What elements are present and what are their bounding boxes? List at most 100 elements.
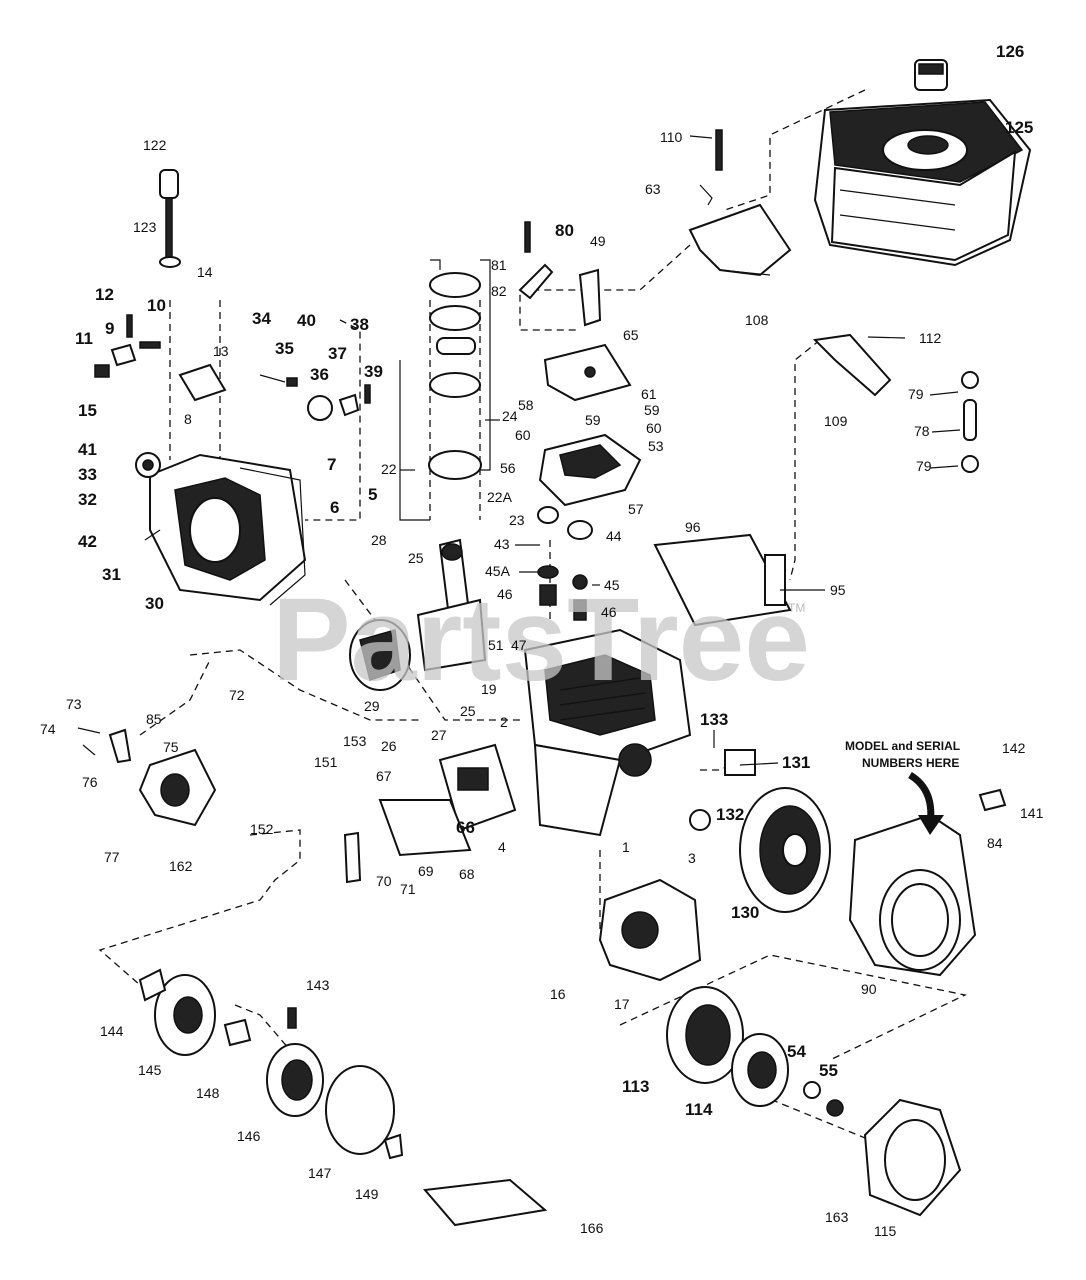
label-71: 71 (400, 881, 416, 897)
label-12: 12 (95, 285, 114, 304)
spacer-69 (378, 799, 472, 857)
crankcase-cover (149, 453, 307, 606)
ignition-coil-131 (724, 749, 756, 776)
leader-lines (144, 135, 961, 766)
label-9: 9 (105, 319, 114, 338)
starter-cup-113 (666, 986, 744, 1084)
label-49: 49 (590, 233, 606, 249)
label-80: 80 (555, 221, 574, 240)
model-serial-callout: MODEL and SERIAL NUMBERS HERE (845, 739, 960, 835)
gear-2 (618, 743, 652, 777)
dipstick (159, 169, 181, 268)
label-61: 61 (641, 386, 657, 402)
label-125: 125 (1005, 118, 1033, 137)
label-59b: 59 (644, 402, 660, 418)
label-79a: 79 (908, 386, 924, 402)
label-3: 3 (688, 850, 696, 866)
label-66: 66 (456, 818, 475, 837)
label-46a: 46 (497, 586, 513, 602)
label-25b: 25 (460, 703, 476, 719)
label-126: 126 (996, 42, 1024, 61)
label-72: 72 (229, 687, 245, 703)
label-45: 45 (604, 577, 620, 593)
label-65: 65 (623, 327, 639, 343)
flywheel (739, 787, 831, 913)
label-60a: 60 (515, 427, 531, 443)
governor-parts-9-11 (94, 314, 161, 378)
piston-rings (428, 272, 482, 480)
carb-body (138, 748, 217, 827)
label-96: 96 (685, 519, 701, 535)
label-141: 141 (1020, 805, 1044, 821)
label-29: 29 (364, 698, 380, 714)
control-plate-61 (543, 343, 632, 402)
label-23: 23 (509, 512, 525, 528)
seal-41 (135, 452, 161, 478)
throttle-lever-81 (518, 221, 554, 300)
label-38: 38 (350, 315, 369, 334)
label-73: 73 (66, 696, 82, 712)
label-25a: 25 (408, 550, 424, 566)
label-32: 32 (78, 490, 97, 509)
label-74: 74 (40, 721, 56, 737)
fuel-tank (813, 98, 1032, 267)
label-10: 10 (147, 296, 166, 315)
label-114: 114 (685, 1100, 713, 1119)
label-45A: 45A (485, 563, 511, 579)
label-41: 41 (78, 440, 97, 459)
label-69: 69 (418, 863, 434, 879)
backplate (598, 878, 702, 982)
rewind-starter-163 (863, 1098, 962, 1217)
label-63: 63 (645, 181, 661, 197)
label-108: 108 (745, 312, 769, 328)
label-56: 56 (500, 460, 516, 476)
camshaft (349, 619, 411, 691)
bolt-143 (287, 1007, 297, 1029)
callout-line-1: MODEL and SERIAL (845, 739, 960, 753)
label-149: 149 (355, 1186, 379, 1202)
fuel-cap (914, 59, 948, 91)
label-122: 122 (143, 137, 167, 153)
bolt-110 (715, 129, 723, 171)
label-70: 70 (376, 873, 392, 889)
label-90: 90 (861, 981, 877, 997)
label-11: 11 (75, 329, 93, 348)
valve-parts-43-47 (537, 506, 593, 621)
blower-housing-84 (848, 813, 977, 977)
label-131: 131 (782, 753, 810, 772)
label-46b: 46 (601, 604, 617, 620)
label-85: 85 (146, 711, 162, 727)
label-84: 84 (987, 835, 1003, 851)
label-15: 15 (78, 401, 97, 420)
label-142: 142 (1002, 740, 1026, 756)
tube-70 (343, 831, 362, 884)
connecting-rod-25 (416, 538, 487, 672)
label-145: 145 (138, 1062, 162, 1078)
bracket-144 (138, 968, 167, 1002)
label-146: 146 (237, 1128, 261, 1144)
base-plate-166 (423, 1178, 548, 1227)
label-22: 22 (381, 461, 397, 477)
label-47: 47 (511, 637, 527, 653)
label-109: 109 (824, 413, 848, 429)
handle-149 (383, 1133, 404, 1160)
label-59a: 59 (585, 412, 601, 428)
label-43: 43 (494, 536, 510, 552)
fuel-line-78 (961, 371, 979, 473)
engine-block (523, 628, 692, 837)
pulley-114 (731, 1033, 789, 1107)
label-16: 16 (550, 986, 566, 1002)
label-115: 115 (874, 1223, 897, 1239)
label-57: 57 (628, 501, 644, 517)
label-110: 110 (660, 129, 683, 145)
label-68: 68 (459, 866, 475, 882)
label-24: 24 (502, 408, 518, 424)
ring-3 (689, 809, 711, 831)
label-162: 162 (169, 858, 193, 874)
callout-line-2: NUMBERS HERE (862, 756, 959, 770)
label-82: 82 (491, 283, 507, 299)
choke-lever-49 (578, 268, 602, 327)
label-13: 13 (213, 343, 229, 359)
starter-plate-145 (154, 974, 216, 1056)
label-75: 75 (163, 739, 179, 755)
